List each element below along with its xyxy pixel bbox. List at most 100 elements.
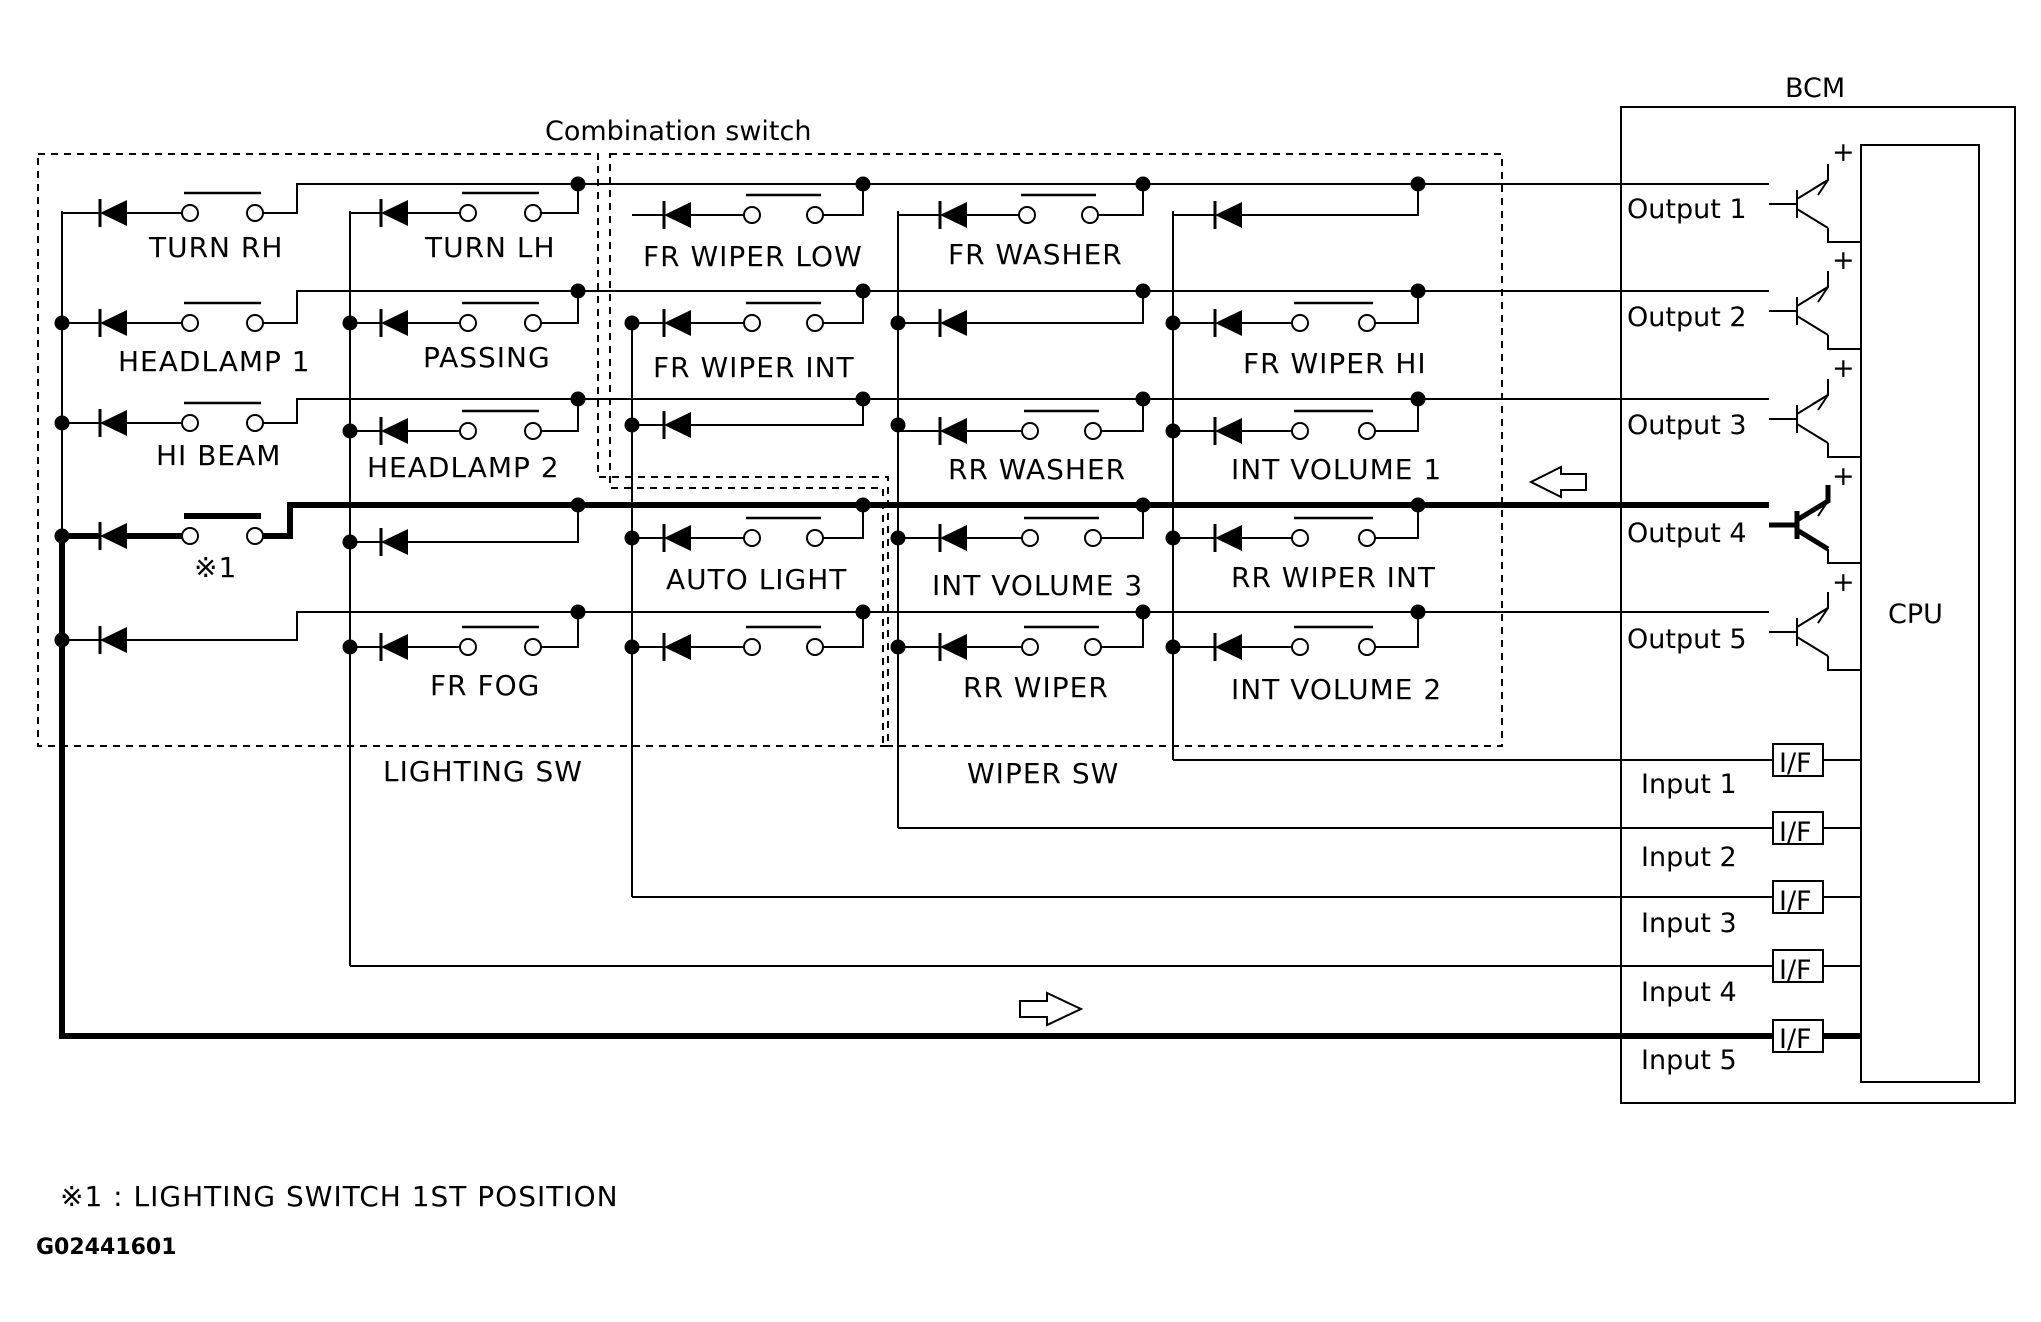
plus-sign: + (1832, 245, 1855, 276)
output-3-label: Output 3 (1627, 410, 1747, 441)
switch-contact-icon (524, 422, 542, 440)
diode-icon (381, 418, 408, 444)
switch-contact-icon (1358, 638, 1376, 656)
diode-icon (1215, 418, 1242, 444)
wire (1101, 399, 1144, 432)
input-5-label: Input 5 (1641, 1045, 1737, 1076)
diode-icon (100, 523, 127, 549)
wire (263, 398, 583, 424)
diode-icon (940, 634, 967, 660)
transistor-icon (1812, 179, 1829, 196)
wire (967, 291, 1144, 324)
switch-contact-icon (459, 314, 477, 332)
transistor-icon (1812, 286, 1829, 303)
junction-dot (1165, 423, 1181, 439)
switch-label-rr-washer: RR WASHER (948, 453, 1126, 486)
interface-box (1772, 811, 1824, 845)
switch-contact-icon (524, 204, 542, 222)
diode-icon (381, 310, 408, 336)
plus-sign: + (1832, 353, 1855, 384)
junction-dot (54, 632, 70, 648)
junction-dot (1135, 176, 1151, 192)
wire (541, 291, 579, 324)
transistor-icon (1769, 271, 1829, 336)
switch-contact-icon (246, 314, 264, 332)
switch-contact-icon (524, 314, 542, 332)
output-4-label: Output 4 (1627, 518, 1747, 549)
interface-box (1772, 880, 1824, 914)
wire (1098, 184, 1144, 216)
switch-label-headlamp-2: HEADLAMP 2 (367, 451, 560, 484)
switch-contact-icon (246, 204, 264, 222)
wire (541, 184, 579, 214)
wire (1375, 505, 1419, 539)
switch-contact-icon (1358, 422, 1376, 440)
wire (1827, 443, 1861, 458)
switch-contact-icon (459, 422, 477, 440)
lighting-sw-enclosure (37, 153, 889, 747)
flow-arrow-icon (1528, 465, 1587, 499)
highlighted-wire (263, 502, 578, 539)
diode-icon (1215, 634, 1242, 660)
switch-label-fr-fog: FR FOG (430, 669, 540, 702)
switch-contact-icon (1291, 422, 1309, 440)
switch-contact-icon (524, 638, 542, 656)
interface-label: I/F (1779, 1024, 1812, 1055)
wire (691, 399, 864, 426)
switch-contact-icon (806, 314, 824, 332)
transistor-icon (1769, 164, 1829, 229)
wire (823, 184, 864, 216)
switch-label-note-1: ※1 (194, 551, 237, 584)
switch-label-passing: PASSING (423, 341, 551, 374)
junction-dot (855, 391, 871, 407)
junction-dot (342, 534, 358, 550)
wire (1101, 505, 1144, 539)
junction-dot (890, 530, 906, 546)
switch-contact-icon (1021, 638, 1039, 656)
junction-dot (342, 315, 358, 331)
junction-dot (342, 423, 358, 439)
diode-icon (940, 202, 967, 228)
output-1-label: Output 1 (1627, 194, 1747, 225)
output-2-label: Output 2 (1627, 302, 1747, 333)
wire (1242, 184, 1419, 216)
wire (263, 183, 583, 214)
junction-dot (54, 528, 70, 544)
junction-dot (1410, 176, 1426, 192)
wire (823, 505, 864, 539)
switch-label-hi-beam: HI BEAM (156, 439, 281, 472)
diode-icon (100, 410, 127, 436)
wires (59, 183, 1861, 1039)
cpu-box (1860, 144, 1980, 1083)
junction-dot (624, 417, 640, 433)
junction-dot (570, 497, 586, 513)
switch-contact-icon (181, 204, 199, 222)
switch-label-rr-wiper-int: RR WIPER INT (1231, 561, 1436, 594)
switch-contact-icon (1084, 638, 1102, 656)
switch-contact-icon (1358, 314, 1376, 332)
components (54, 164, 1861, 1053)
junction-dot (54, 415, 70, 431)
switch-contact-icon (1081, 206, 1099, 224)
switch-label-int-volume-3: INT VOLUME 3 (932, 569, 1143, 602)
switch-contact-icon (806, 638, 824, 656)
junction-dot (570, 283, 586, 299)
wire (541, 399, 579, 432)
wire (1375, 612, 1419, 648)
transistor-icon (1769, 592, 1829, 657)
junction-dot (54, 315, 70, 331)
switch-contact-icon (246, 527, 264, 545)
junction-dot (570, 176, 586, 192)
junction-dot (855, 176, 871, 192)
cpu-label: CPU (1888, 599, 1943, 630)
switch-label-auto-light: AUTO LIGHT (666, 563, 847, 596)
junction-dot (1135, 604, 1151, 620)
input-4-label: Input 4 (1641, 977, 1737, 1008)
diode-icon (1215, 525, 1242, 551)
highlighted-wire (59, 536, 1773, 1039)
junction-dot (1410, 391, 1426, 407)
junction-dot (1410, 604, 1426, 620)
switch-contact-icon (181, 527, 199, 545)
figure-code: G02441601 (36, 1235, 177, 1260)
switch-label-turn-rh: TURN RH (148, 231, 283, 264)
